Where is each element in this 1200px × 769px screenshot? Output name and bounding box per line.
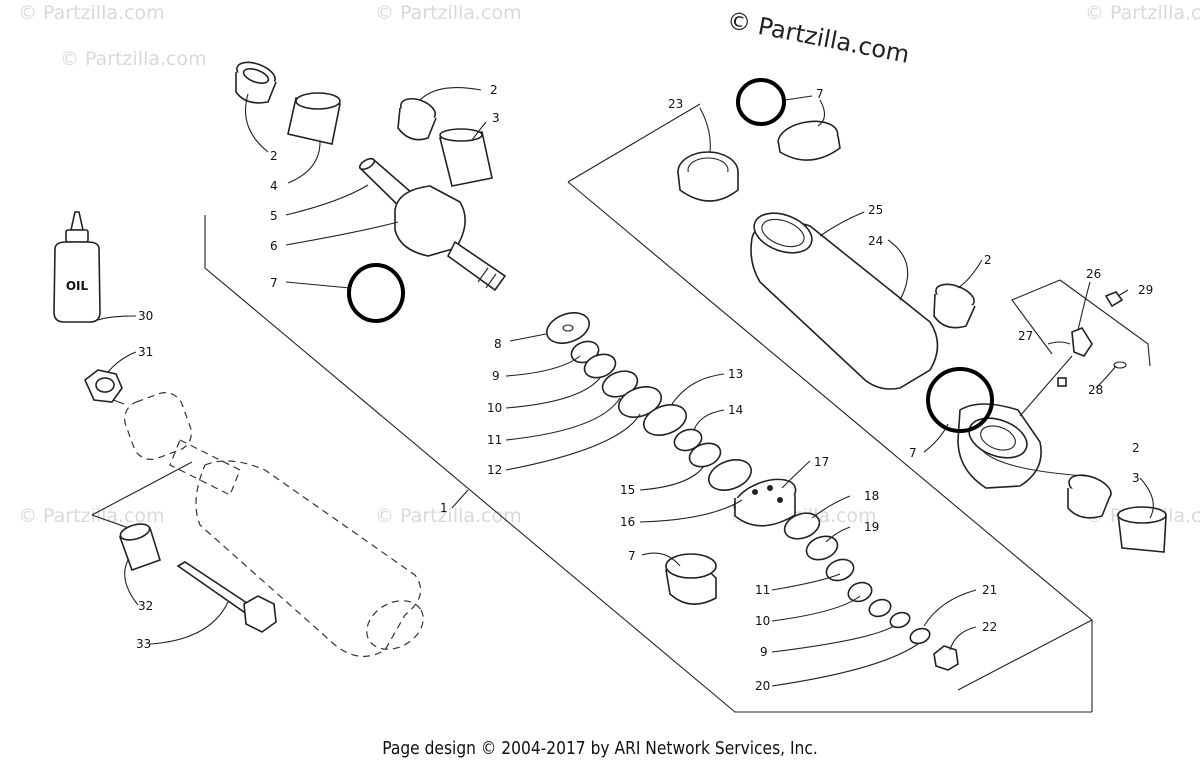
o-ring-highlights [347,78,994,433]
watermark-2: © Partzilla.com [60,48,207,70]
bushing-2b [397,97,437,141]
callout-20: 20 [755,679,770,693]
shim-stack-bottom [783,512,959,671]
callout-8: 8 [494,337,502,351]
callout-28: 28 [1088,383,1103,397]
callout-15: 15 [620,483,635,497]
bushing-4 [287,92,341,145]
callout-9b: 9 [760,645,768,659]
nut-31 [84,369,123,403]
callout-7c: 7 [909,446,917,460]
callout-4: 4 [270,179,278,193]
watermark-3: © Partzilla.com [375,2,522,24]
callout-30: 30 [138,309,153,323]
callout-19: 19 [864,520,879,534]
callout-1: 1 [440,501,448,515]
callout-23: 23 [668,97,683,111]
watermark-6: © Partzilla.com [375,505,522,527]
callout-25: 25 [868,203,883,217]
watermark-1: © Partzilla.com [18,2,165,24]
callout-33: 33 [136,637,151,651]
callout-7d: 7 [628,549,636,563]
bushing-2c [933,283,976,329]
reservoir-body-24 [750,212,939,390]
wear-band-7b [777,120,841,161]
callout-29: 29 [1138,283,1153,297]
callout-11b: 11 [755,583,770,597]
eyelet-body [957,403,1042,489]
callout-3a: 3 [492,111,500,125]
watermark-4: © Partzilla.com [1085,2,1200,24]
sleeve-3b [1117,506,1167,553]
callout-10b: 10 [755,614,770,628]
seal-head-23 [677,151,739,202]
callout-31: 31 [138,345,153,359]
bushing-2d [1067,474,1112,519]
callout-18: 18 [864,489,879,503]
sleeve-3a [439,128,493,187]
callout-21: 21 [982,583,997,597]
callout-10a: 10 [487,401,502,415]
piston-17 [733,478,797,527]
valve-parts [1019,291,1127,417]
group-bracket-right [567,103,1093,712]
callout-11a: 11 [487,433,502,447]
valve-bracket [1011,279,1151,367]
callout-labels: 1 2 2 2 2 3 3 4 5 6 7 7 7 7 8 9 9 10 10 … [136,83,1153,693]
callout-7a: 7 [270,276,278,290]
callout-2b: 2 [490,83,498,97]
callout-6: 6 [270,239,278,253]
callout-32: 32 [138,599,153,613]
spacer-32 [118,523,161,572]
callout-13: 13 [728,367,743,381]
callout-17: 17 [814,455,829,469]
callout-3b: 3 [1132,471,1140,485]
callout-12: 12 [487,463,502,477]
callout-22: 22 [982,620,997,634]
callout-27: 27 [1018,329,1033,343]
shim-stack-top [545,312,753,491]
callout-2d: 2 [1132,441,1140,455]
bolt-33 [176,561,277,633]
callout-5: 5 [270,209,278,223]
wear-band-7 [665,553,717,605]
callout-26: 26 [1086,267,1101,281]
leader-lines [97,87,1154,687]
callout-9a: 9 [492,369,500,383]
callout-7b: 7 [816,87,824,101]
callout-14: 14 [728,403,743,417]
group-bracket-left [204,215,1092,713]
callout-2c: 2 [984,253,992,267]
shaft-assembly [358,157,507,292]
watermark-5: © Partzilla.com [18,505,165,527]
oil-bottle: OIL [53,211,101,323]
callout-24: 24 [868,234,883,248]
page-footer-copyright: Page design © 2004-2017 by ARI Network S… [382,738,818,759]
bushing-2a [235,61,277,104]
callout-16: 16 [620,515,635,529]
callout-2a: 2 [270,149,278,163]
oil-label: OIL [66,279,89,293]
